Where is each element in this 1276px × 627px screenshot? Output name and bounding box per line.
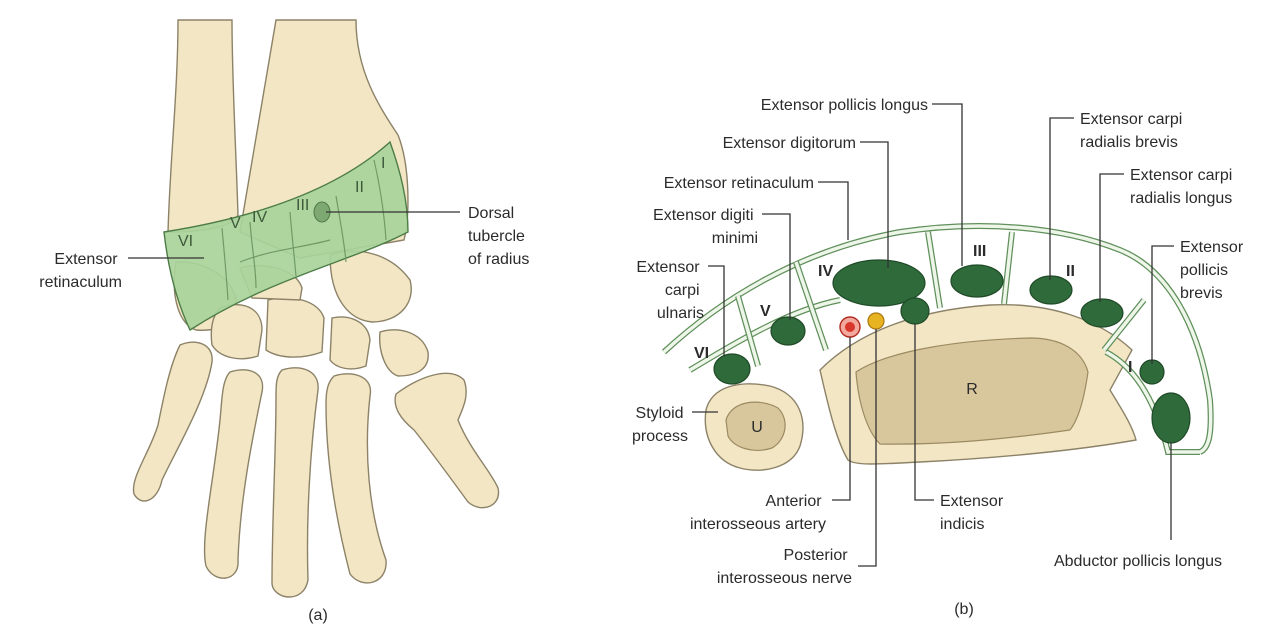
compartment-b-ii: II <box>1066 263 1075 280</box>
tendon-extensor-pollicis-longus <box>951 265 1003 297</box>
carpal-bone <box>330 317 370 369</box>
compartment-label-ii: II <box>355 179 364 196</box>
tendon-abductor-pollicis-longus <box>1152 393 1190 443</box>
compartment-label-i: I <box>381 155 385 172</box>
anterior-interosseous-artery-lumen <box>845 322 855 332</box>
label-extensor-digiti-minimi: Extensor digiti minimi <box>653 207 758 247</box>
tendon-extensor-digiti-minimi <box>771 317 805 345</box>
tendon-extensor-carpi-radialis-brevis <box>1030 276 1072 304</box>
label-extensor-retinaculum-a: Extensor retinaculum <box>39 251 122 291</box>
label-extensor-pollicis-brevis: Extensor pollicis brevis <box>1180 239 1248 302</box>
label-posterior-interosseous-nerve: Posterior interosseous nerve <box>717 547 852 587</box>
ulna-label: U <box>751 419 763 436</box>
tendon-extensor-carpi-radialis-longus <box>1081 299 1123 327</box>
label-extensor-indicis: Extensor indicis <box>940 493 1008 533</box>
label-extensor-carpi-radialis-longus: Extensor carpi radialis longus <box>1130 167 1237 207</box>
carpal-bone <box>380 330 429 376</box>
carpal-bone <box>266 298 324 357</box>
radius-label: R <box>966 381 978 398</box>
caption-b: (b) <box>954 601 974 618</box>
label-anterior-interosseous-artery: Anterior interosseous artery <box>690 493 826 533</box>
compartment-label-iii: III <box>296 197 309 214</box>
label-extensor-pollicis-longus: Extensor pollicis longus <box>761 97 928 114</box>
label-styloid-process: Styloid process <box>632 405 688 445</box>
label-extensor-carpi-ulnaris: Extensor carpi ulnaris <box>636 259 704 322</box>
metacarpal <box>395 373 498 507</box>
metacarpal <box>205 370 263 578</box>
compartment-label-iv: IV <box>252 209 267 226</box>
label-extensor-carpi-radialis-brevis: Extensor carpi radialis brevis <box>1080 111 1187 151</box>
carpal-bone <box>330 251 411 322</box>
tendon-extensor-carpi-ulnaris <box>714 354 750 384</box>
compartment-label-vi: VI <box>178 233 193 250</box>
metacarpal <box>272 368 318 597</box>
caption-a: (a) <box>308 607 328 624</box>
tendon-extensor-indicis <box>901 298 929 324</box>
metacarpal <box>133 342 212 501</box>
label-dorsal-tubercle: Dorsal tubercle of radius <box>468 205 529 268</box>
label-extensor-digitorum: Extensor digitorum <box>723 135 856 152</box>
compartment-label-v: V <box>230 215 241 232</box>
posterior-interosseous-nerve-mark <box>868 313 884 329</box>
ulna-shaft <box>168 20 238 232</box>
compartment-b-v: V <box>760 303 771 320</box>
panel-b-cross-section: R U VI <box>632 97 1248 618</box>
compartment-b-iv: IV <box>818 263 833 280</box>
panel-a-dorsal-wrist: VI V IV III II I Extensor retinaculum Do… <box>39 20 529 624</box>
label-extensor-retinaculum-b: Extensor retinaculum <box>664 175 814 192</box>
label-abductor-pollicis-longus: Abductor pollicis longus <box>1054 553 1222 570</box>
compartment-b-vi: VI <box>694 345 709 362</box>
metacarpal <box>326 374 386 583</box>
compartment-b-i: I <box>1128 359 1132 376</box>
metacarpals <box>133 342 498 597</box>
compartment-b-iii: III <box>973 243 986 260</box>
